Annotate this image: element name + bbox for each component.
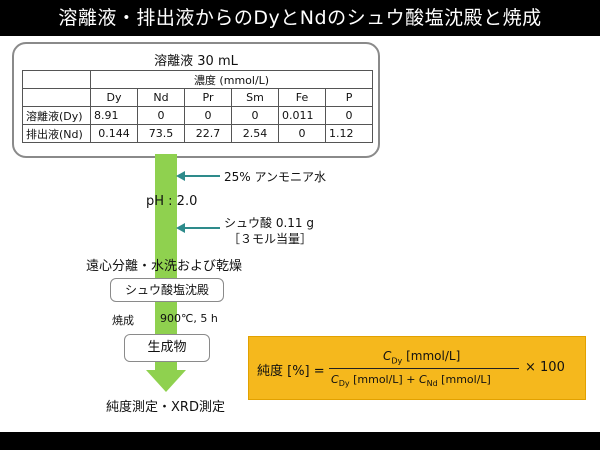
formula-multiplier: × 100	[525, 360, 565, 375]
solution-box-title: 溶離液 30 mL	[154, 54, 238, 69]
row-label: 排出液(Nd)	[22, 124, 91, 143]
column-header: Fe	[278, 88, 326, 107]
table-cell: 0	[137, 106, 185, 125]
table-cell: 8.91	[90, 106, 138, 125]
table-cell: 0	[231, 106, 279, 125]
solution-box: 溶離液 30 mL 濃度 (mmol/L) Dy Nd Pr Sm Fe P 溶…	[12, 42, 380, 158]
table-corner	[22, 70, 91, 89]
ammonia-input-arrow-icon	[176, 171, 220, 181]
table-cell: 1.12	[324, 124, 374, 143]
row-label: 溶離液(Dy)	[22, 106, 91, 125]
table-cell: 2.54	[231, 124, 279, 143]
formula-lhs: 純度 [%] =	[257, 364, 325, 379]
measurement-label: 純度測定・XRD測定	[106, 400, 225, 415]
denominator-subscript-nd: Nd	[426, 379, 438, 389]
purity-formula-box: 純度 [%] = CDy [mmol/L] CDy [mmol/L] + CNd…	[248, 336, 586, 400]
denominator-variable-dy: C	[331, 373, 339, 386]
ph-label: pH : 2.0	[146, 194, 198, 209]
column-header: Dy	[90, 88, 138, 107]
ammonia-label: 25% アンモニア水	[224, 170, 327, 184]
oxalic-equivalent-label: ［３モル当量］	[228, 232, 313, 246]
concentration-table: 濃度 (mmol/L) Dy Nd Pr Sm Fe P 溶離液(Dy) 8.9…	[22, 70, 374, 143]
bottom-bar	[0, 432, 600, 450]
denominator-unit-dy: [mmol/L] +	[349, 373, 419, 386]
table-cell: 73.5	[137, 124, 185, 143]
concentration-header: 濃度 (mmol/L)	[89, 70, 374, 89]
precipitate-box: シュウ酸塩沈殿	[110, 278, 224, 302]
table-row: 排出液(Nd) 0.144 73.5 22.7 2.54 0 1.12	[22, 124, 374, 143]
numerator-variable: C	[383, 349, 392, 363]
table-corner	[22, 88, 91, 107]
numerator-unit: [mmol/L]	[402, 349, 461, 363]
denominator-variable-nd: C	[418, 373, 427, 386]
table-cell: 0.011	[278, 106, 326, 125]
slide-title: 溶離液・排出液からのDyとNdのシュウ酸塩沈殿と焼成	[0, 0, 600, 36]
table-row: 溶離液(Dy) 8.91 0 0 0 0.011 0	[22, 106, 374, 125]
table-cell: 0	[324, 106, 374, 125]
numerator-subscript: Dy	[391, 356, 403, 366]
fraction-line	[329, 368, 519, 369]
column-header: P	[324, 88, 374, 107]
column-header: Nd	[137, 88, 185, 107]
table-cell: 0	[278, 124, 326, 143]
column-header: Sm	[231, 88, 279, 107]
table-cell: 0.144	[90, 124, 138, 143]
formula-denominator: CDy [mmol/L] + CNd [mmol/L]	[331, 373, 491, 388]
process-arrow-head	[146, 370, 186, 392]
precipitate-box-label: シュウ酸塩沈殿	[124, 283, 209, 297]
calcination-condition: 900℃, 5 h	[160, 312, 218, 325]
column-header: Pr	[184, 88, 232, 107]
table-cell: 0	[184, 106, 232, 125]
product-box-label: 生成物	[147, 340, 187, 355]
oxalic-acid-label: シュウ酸 0.11 g	[224, 216, 314, 230]
denominator-subscript-dy: Dy	[338, 379, 350, 389]
formula-numerator: CDy [mmol/L]	[383, 349, 460, 365]
denominator-unit-nd: [mmol/L]	[437, 373, 491, 386]
separation-label: 遠心分離・水洗および乾燥	[86, 259, 243, 274]
calcination-label: 焼成	[112, 314, 134, 327]
table-cell: 22.7	[184, 124, 232, 143]
oxalic-input-arrow-icon	[176, 223, 220, 233]
product-box: 生成物	[124, 334, 210, 362]
process-arrow-shaft	[155, 154, 177, 372]
